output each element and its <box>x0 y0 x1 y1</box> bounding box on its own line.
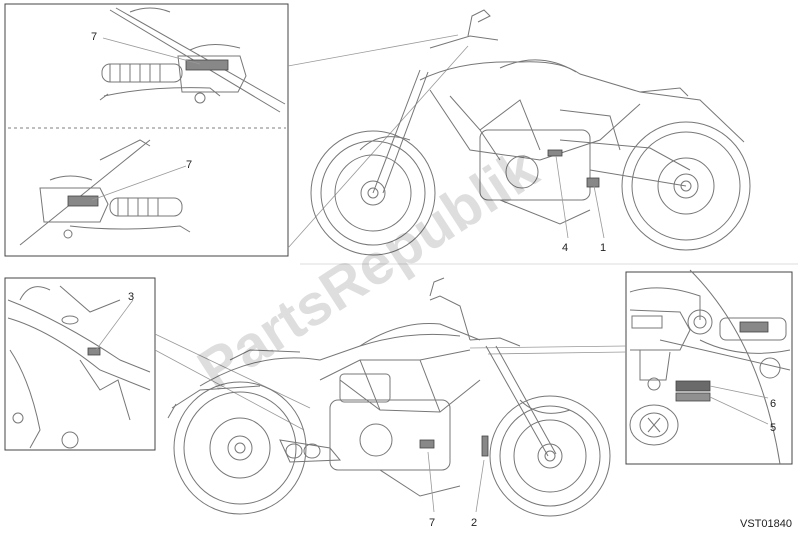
leader-line <box>95 299 134 351</box>
inset-fuel-cap-detail: 6 5 <box>625 269 793 465</box>
callout-4: 4 <box>562 242 568 254</box>
motorcycle-top: 4 1 <box>310 9 751 256</box>
leader-line <box>555 155 569 239</box>
callout-7-bottom: 7 <box>429 517 435 529</box>
callout-7-top-lower: 7 <box>186 159 192 171</box>
leader-line <box>102 37 201 65</box>
callout-7-top-upper: 7 <box>91 31 97 43</box>
leader-line <box>475 459 485 513</box>
drawing-code: VST01840 <box>740 518 792 530</box>
zoom-connector <box>469 345 627 349</box>
right-lever-drawing <box>99 7 286 113</box>
leader-line <box>91 165 187 201</box>
left-lever-drawing <box>19 139 191 246</box>
zoom-connector <box>287 34 459 67</box>
callout-1: 1 <box>600 242 606 254</box>
motorcycle-bottom: 7 2 <box>167 277 611 529</box>
callout-3: 3 <box>128 291 134 303</box>
leader-line <box>709 385 769 399</box>
zoom-connector <box>154 333 311 409</box>
inset-handlebar-top: 7 7 <box>4 3 289 257</box>
inset-rear-detail: 3 <box>4 277 156 451</box>
callout-5: 5 <box>770 422 776 434</box>
zoom-connector <box>287 45 469 249</box>
leader-line <box>709 396 769 425</box>
callout-6: 6 <box>770 398 776 410</box>
zoom-connector <box>487 351 627 355</box>
leader-line <box>593 185 605 239</box>
callout-2: 2 <box>471 517 477 529</box>
zoom-connector <box>154 349 305 431</box>
leader-line <box>427 451 435 513</box>
